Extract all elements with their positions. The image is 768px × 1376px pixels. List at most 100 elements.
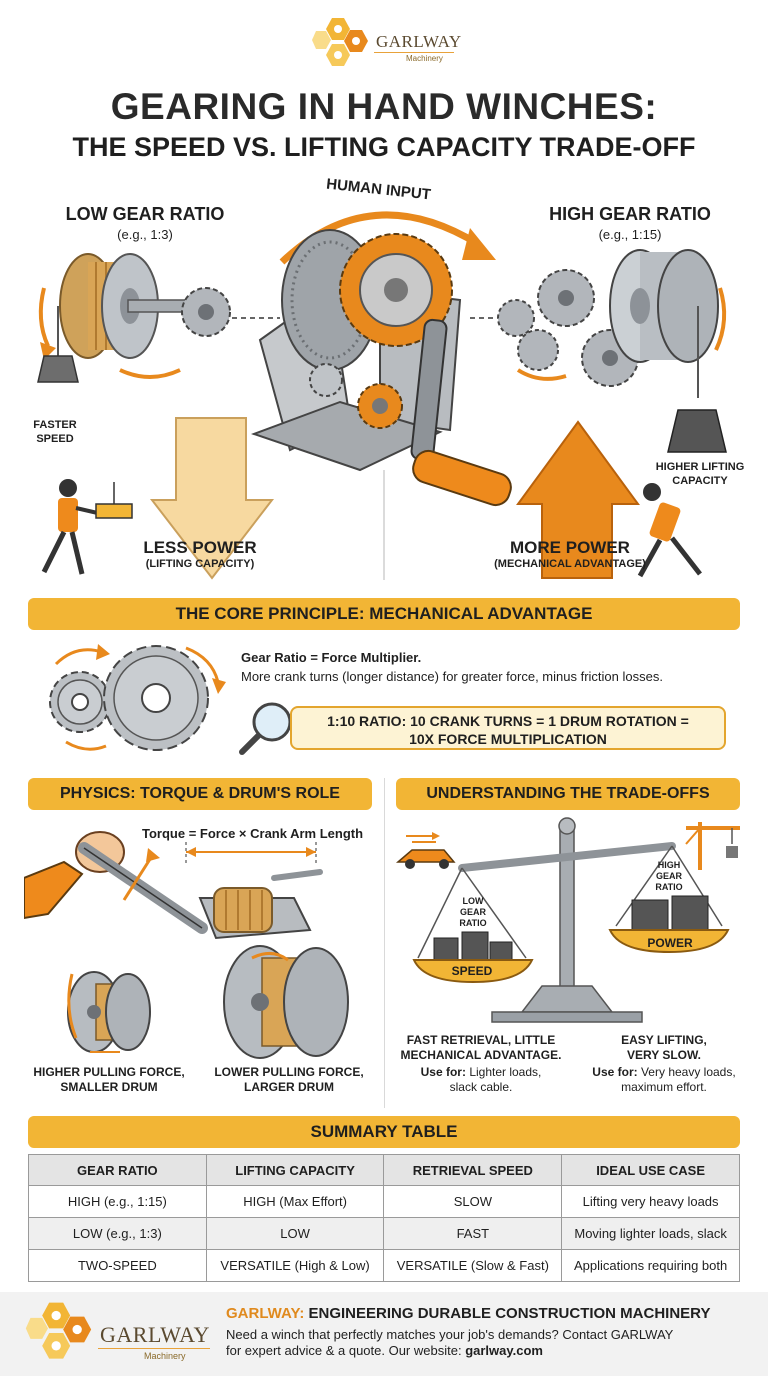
force-arrow [122,855,154,901]
higher-lifting-line-2: CAPACITY [672,475,728,487]
rotation-arrow-icon [65,740,107,751]
low-gear-tradeoff-caption: FAST RETRIEVAL, LITTLE MECHANICAL ADVANT… [392,1033,570,1063]
power-pan-label: POWER [647,936,693,950]
less-power-sublabel: (LIFTING CAPACITY) [145,558,255,570]
footer-body-line-1: Need a winch that perfectly matches your… [226,1327,674,1342]
high-gear-caption-line-1: EASY LIFTING, [621,1033,707,1047]
low-gear-small-gear-icon [181,287,231,337]
core-principle-banner: THE CORE PRINCIPLE: MECHANICAL ADVANTAGE [28,598,740,630]
footer [0,1292,768,1376]
more-power-arrow-up [516,420,640,579]
high-gear-tag-line-2: GEAR [655,871,682,881]
large-gear-icon [103,645,209,751]
page-title-line-1: GEARING IN HAND WINCHES: [110,86,658,127]
rotation-arrow-icon [119,368,181,379]
hand-cranking-icon [24,831,125,920]
high-gear-ratio-title: HIGH GEAR RATIO [549,204,711,224]
physics-banner: PHYSICS: TORQUE & DRUM'S ROLE [28,778,372,810]
high-gear-tag-line-1: HIGH [657,860,681,870]
higher-lifting-line-1: HIGHER LIFTING [655,461,745,473]
physics-illustration [24,831,349,1059]
small-drum-caption: HIGHER PULLING FORCE, SMALLER DRUM [24,1065,194,1095]
column-header: LIFTING CAPACITY [205,1154,385,1186]
high-gear-ratio-example: (e.g., 1:15) [598,227,662,242]
faster-speed-label: FASTER SPEED [18,418,92,446]
rotation-arrow-icon [38,287,50,347]
torque-formula: Torque = Force × Crank Arm Length [142,826,364,841]
rotation-arrow-icon [516,368,567,381]
scale-pillar [559,825,575,993]
brand-name: GARLWAY [100,1322,210,1347]
page-title-line-2: THE SPEED VS. LIFTING CAPACITY TRADE-OFF [72,132,696,162]
high-gear-tag-line-3: RATIO [655,882,683,892]
principle-description: More crank turns (longer distance) for g… [241,669,663,684]
low-gear-ratio-title: LOW GEAR RATIO [65,204,225,224]
table-header-row: GEAR RATIO LIFTING CAPACITY RETRIEVAL SP… [28,1154,740,1186]
panel-divider [384,778,385,1108]
low-gear-ratio-example: (e.g., 1:3) [117,227,173,242]
magnifying-glass-icon [239,702,292,755]
small-gear-icon [49,671,111,733]
high-gear-weights-icon [631,895,709,931]
use-for-label: Use for: [420,1065,466,1079]
principle-headline: Gear Ratio = Force Multiplier. [241,650,422,665]
hero-illustration [37,211,727,580]
low-gear-weights-icon [433,931,513,961]
garlway-logo-top: GARLWAY Machinery [312,14,462,74]
high-gear-use-line-1: Very heavy loads, [640,1065,736,1079]
speed-pan-label: SPEED [451,964,493,978]
brand-subtitle: Machinery [144,1351,186,1361]
table-cell: SLOW [383,1185,563,1218]
low-gear-drum-icon [59,253,189,359]
column-header: IDEAL USE CASE [561,1154,740,1186]
ratio-example-box: 1:10 RATIO: 10 CRANK TURNS = 1 DRUM ROTA… [290,706,726,750]
high-gear-caption-line-2: VERY SLOW. [626,1048,701,1062]
footer-heading: GARLWAY: ENGINEERING DURABLE CONSTRUCTIO… [226,1305,710,1322]
table-row: LOW (e.g., 1:3) LOW FAST Moving lighter … [28,1217,740,1250]
table-cell: FAST [383,1217,563,1250]
small-winch-icon [198,869,323,940]
table-cell: LOW [205,1217,385,1250]
race-car-icon [395,832,456,869]
table-cell: Applications requiring both [561,1249,740,1282]
crane-icon [685,822,740,870]
rotation-arrow-icon [54,648,103,666]
tradeoffs-banner: UNDERSTANDING THE TRADE-OFFS [396,778,740,810]
low-gear-use-line-1: Lighter loads, [469,1065,542,1079]
footer-body-line-2: for expert advice & a quote. Our website… [226,1343,466,1358]
hexagon-logo-icon [312,18,368,66]
high-gear-drum-icon [609,249,719,363]
small-drum-caption-line-1: HIGHER PULLING FORCE, [33,1065,185,1079]
light-weight-icon [37,355,79,383]
large-drum-caption: LOWER PULLING FORCE, LARGER DRUM [206,1065,372,1095]
low-gear-ratio-tag: LOW GEAR RATIO [448,896,498,929]
balance-scale-illustration [395,817,740,1023]
low-gear-use-line-2: slack cable. [449,1080,513,1094]
ratio-example-line-1: 1:10 RATIO: 10 CRANK TURNS = 1 DRUM ROTA… [327,713,689,729]
faster-speed-line-2: SPEED [36,433,74,445]
high-gear-use-for: Use for: Very heavy loads, maximum effor… [576,1065,752,1095]
human-input-arrowhead [462,228,496,260]
summary-table: GEAR RATIO LIFTING CAPACITY RETRIEVAL SP… [28,1154,740,1282]
website-link[interactable]: garlway.com [465,1343,543,1358]
footer-heading-brand: GARLWAY: [226,1305,305,1322]
hand-winch-icon [251,229,512,507]
rotation-arrow-icon [67,973,78,1039]
table-cell: VERSATILE (Slow & Fast) [383,1249,563,1282]
less-power-label: LESS POWER [143,538,257,557]
brand-divider [98,1348,210,1349]
principle-gears-illustration [49,644,226,751]
more-power-label: MORE POWER [510,538,630,557]
table-cell: HIGH (Max Effort) [205,1185,385,1218]
footer-body: Need a winch that perfectly matches your… [226,1327,746,1359]
scale-base [520,985,614,1013]
summary-table-banner: SUMMARY TABLE [28,1116,740,1148]
high-gear-use-line-2: maximum effort. [621,1080,707,1094]
power-pan [608,929,730,954]
more-power-sublabel: (MECHANICAL ADVANTAGE) [494,558,646,570]
high-gear-tradeoff-caption: EASY LIFTING, VERY SLOW. [580,1033,748,1063]
table-cell: TWO-SPEED [28,1249,207,1282]
worker-straining-heavy-load-icon [637,483,702,578]
low-gear-use-for: Use for: Lighter loads, slack cable. [392,1065,570,1095]
hexagon-logo-icon [25,1302,92,1359]
